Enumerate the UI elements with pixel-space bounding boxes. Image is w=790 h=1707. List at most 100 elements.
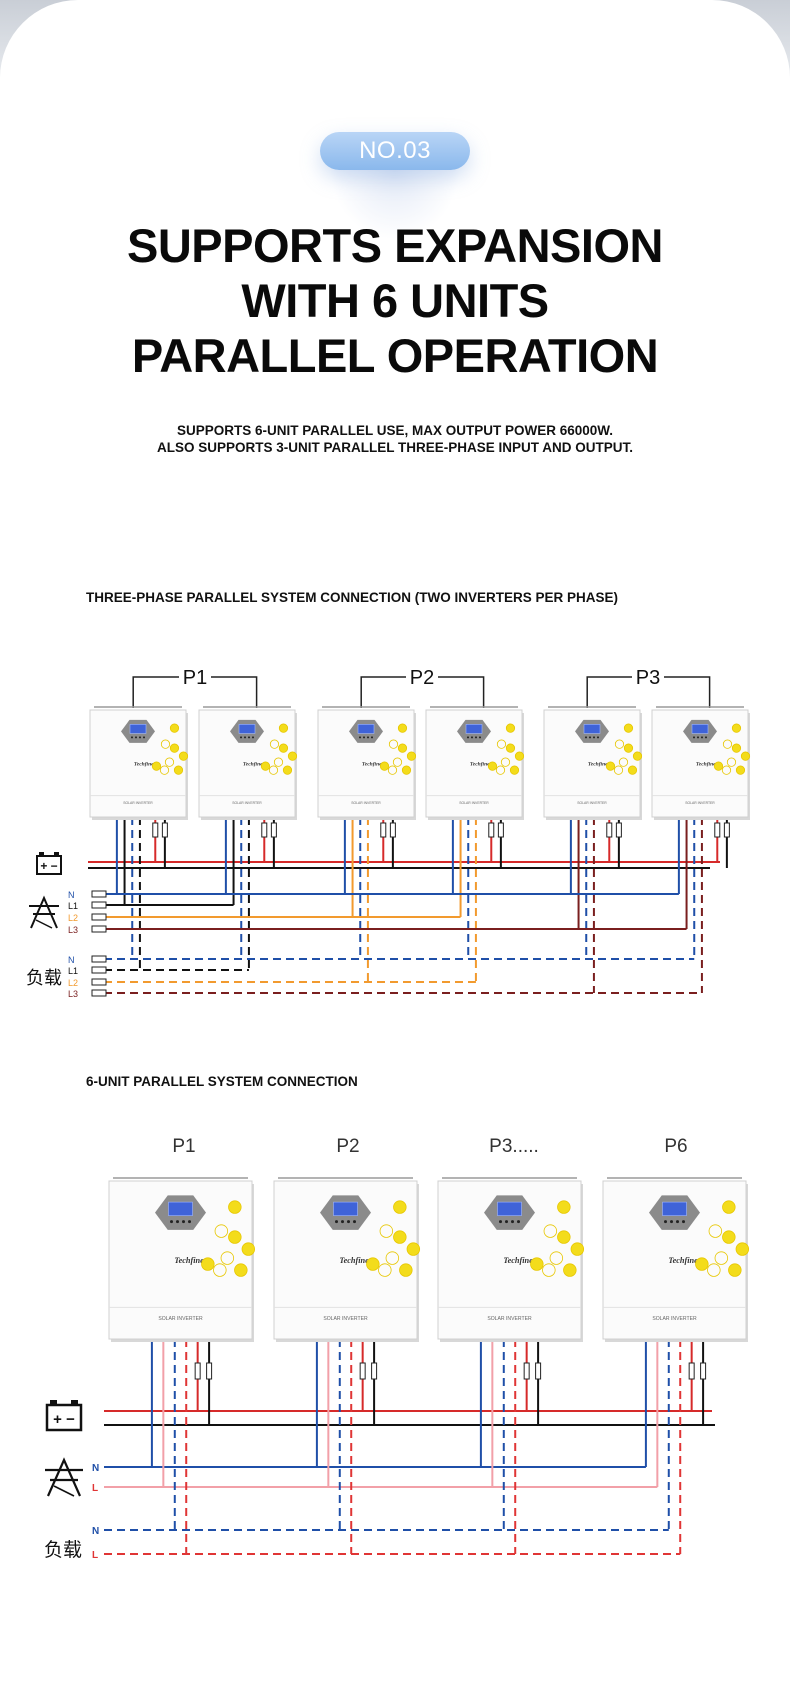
decorative-heart-icon	[549, 1251, 564, 1265]
inverter-brand-label: Techfine	[339, 1256, 369, 1265]
inverter-button	[341, 1220, 344, 1224]
decorative-heart-icon	[487, 761, 498, 771]
decorative-heart-icon	[378, 1263, 392, 1277]
inverter-lcd-screen	[691, 724, 709, 734]
decorative-heart-icon	[557, 1230, 571, 1244]
load-line-label: N	[68, 955, 75, 965]
dc-fuse	[206, 1362, 213, 1380]
decorative-heart-icon	[397, 723, 408, 733]
dc-fuse	[488, 822, 495, 838]
decorative-heart-icon	[169, 743, 180, 753]
decorative-heart-icon	[159, 765, 170, 775]
dc-fuse	[380, 822, 387, 838]
inverter-button	[693, 736, 695, 739]
decorative-heart-icon	[614, 739, 625, 749]
headline-line-2: WITH 6 UNITS	[241, 274, 549, 327]
decorative-heart-icon	[735, 765, 746, 775]
decorative-heart-icon	[496, 739, 507, 749]
grid-pylon-icon	[35, 919, 53, 929]
load-terminal	[91, 955, 107, 963]
decorative-heart-icon	[722, 1230, 736, 1244]
inverter-brand-label: Techfine	[470, 762, 490, 768]
decorative-heart-icon	[722, 739, 733, 749]
decorative-heart-icon	[714, 1251, 729, 1265]
inverter-lcd-screen	[168, 1201, 193, 1216]
decorative-heart-icon	[393, 1230, 407, 1244]
inverter-button	[240, 736, 242, 739]
decorative-heart-icon	[164, 757, 175, 767]
decorative-heart-icon	[505, 723, 516, 733]
decorative-heart-icon	[178, 751, 189, 761]
inverter-button	[170, 1220, 173, 1224]
battery-icon	[71, 1400, 78, 1405]
decorative-heart-icon	[731, 743, 742, 753]
grid-line-label: N	[92, 1463, 99, 1474]
inverter-button	[499, 1220, 502, 1224]
decorative-heart-icon	[278, 743, 289, 753]
decorative-heart-icon	[401, 765, 412, 775]
decorative-heart-icon	[623, 723, 634, 733]
decorative-heart-icon	[740, 751, 751, 761]
decorative-heart-icon	[632, 751, 643, 761]
decorative-heart-icon	[735, 1242, 750, 1256]
load-terminal	[91, 989, 107, 997]
decorative-heart-icon	[728, 1263, 742, 1277]
inverter-button	[248, 736, 250, 739]
diagram2-title: 6-UNIT PARALLEL SYSTEM CONNECTION	[86, 1074, 358, 1089]
load-label: 负载	[26, 968, 62, 988]
decorative-heart-icon	[273, 757, 284, 767]
inverter-lcd-screen	[129, 724, 147, 734]
grid-line-label: L3	[68, 925, 78, 935]
inverter-brand-label: Techfine	[243, 762, 263, 768]
inverter-lcd-screen	[357, 724, 375, 734]
battery-icon-sign: + −	[53, 1411, 75, 1428]
decorative-heart-icon	[500, 757, 511, 767]
inverter-caption: SOLAR INVERTER	[577, 801, 607, 805]
grid-pylon-icon	[30, 895, 58, 929]
inverter-button	[676, 1220, 679, 1224]
decorative-heart-icon	[543, 1224, 558, 1238]
grid-line-label: N	[68, 890, 75, 900]
decorative-heart-icon	[731, 723, 742, 733]
inverter-button	[664, 1220, 667, 1224]
decorative-heart-icon	[399, 1263, 413, 1277]
grid-terminal	[91, 901, 107, 909]
inverter-brand-label: Techfine	[668, 1256, 698, 1265]
dc-fuse	[700, 1362, 707, 1380]
headline-line-3: PARALLEL OPERATION	[131, 329, 659, 382]
headline: SUPPORTS EXPANSION WITH 6 UNITS PARALLEL…	[0, 218, 790, 383]
inverter-button	[593, 736, 595, 739]
decorative-heart-icon	[542, 1263, 556, 1277]
decorative-heart-icon	[160, 739, 171, 749]
load-line-label: L2	[68, 978, 78, 988]
inverter-caption: SOLAR INVERTER	[158, 1316, 203, 1322]
decorative-heart-icon	[260, 761, 271, 771]
inverter-caption: SOLAR INVERTER	[323, 1316, 368, 1322]
grid-pylon-icon	[46, 1457, 82, 1497]
decorative-heart-icon	[721, 765, 732, 775]
decorative-heart-icon	[397, 743, 408, 753]
dc-fuse	[723, 822, 730, 838]
grid-line-label: L1	[68, 901, 78, 911]
inverter-button	[135, 736, 137, 739]
decorative-heart-icon	[514, 751, 525, 761]
inverter-caption: SOLAR INVERTER	[232, 801, 262, 805]
inverter-button	[143, 736, 145, 739]
decorative-heart-icon	[406, 751, 417, 761]
inverter-caption: SOLAR INVERTER	[685, 801, 715, 805]
inverter-button	[371, 736, 373, 739]
decorative-heart-icon	[613, 765, 624, 775]
subheadline-line-2: ALSO SUPPORTS 3-UNIT PARALLEL THREE-PHAS…	[156, 440, 634, 455]
grid-line-label: L	[92, 1483, 98, 1494]
dc-fuse	[261, 822, 268, 838]
load-line-label: L3	[68, 989, 78, 999]
dc-fuse	[152, 822, 159, 838]
inverter-button	[363, 736, 365, 739]
unit-label: P1	[172, 1136, 195, 1157]
dc-fuse	[714, 822, 721, 838]
decorative-heart-icon	[722, 1200, 736, 1214]
decorative-heart-icon	[707, 1263, 721, 1277]
